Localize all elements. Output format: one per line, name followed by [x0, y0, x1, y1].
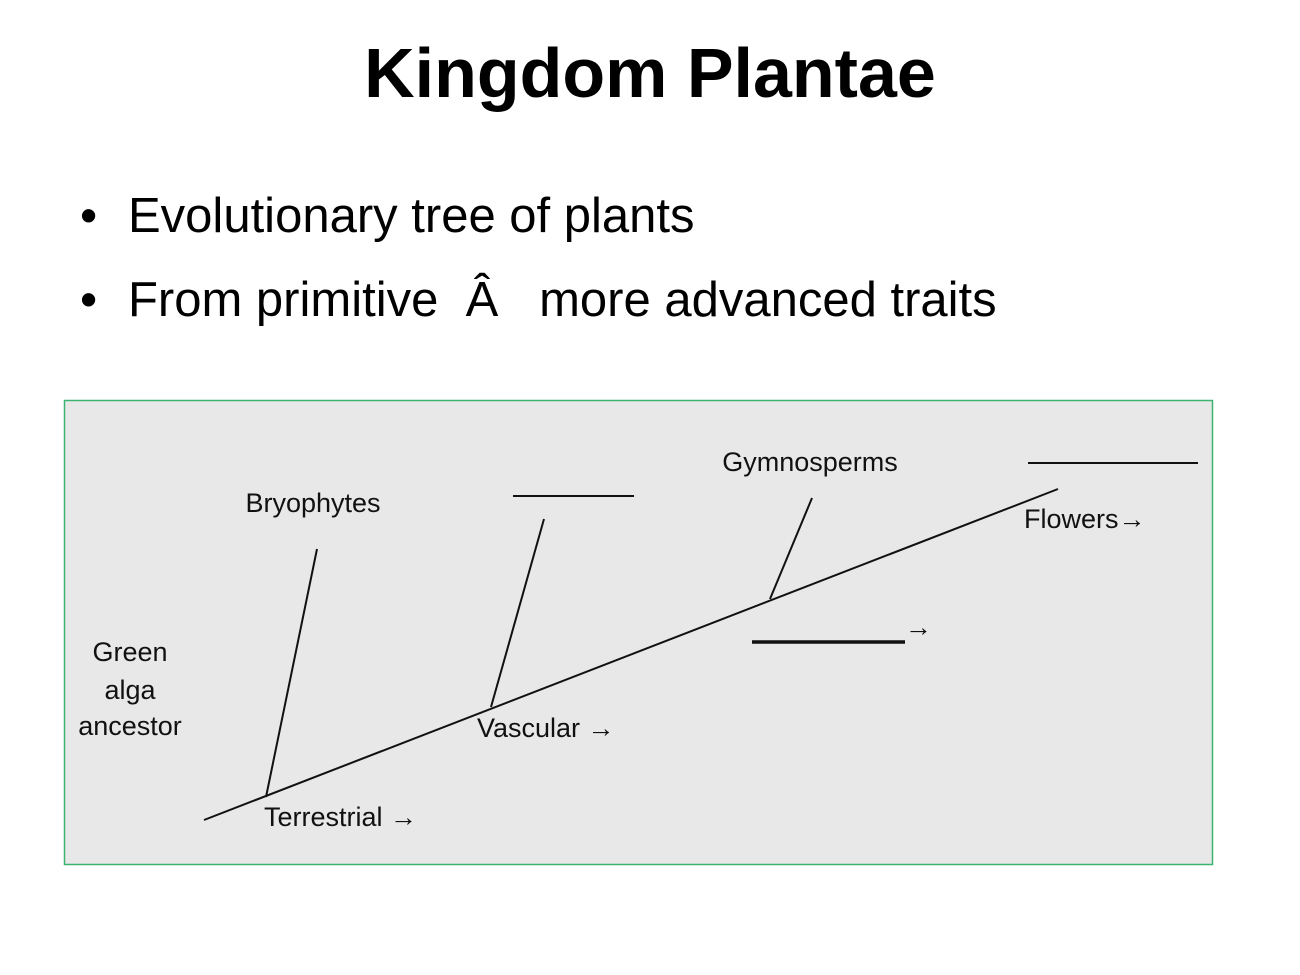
root-label-line: alga — [104, 675, 156, 705]
bullet-item: • From primitive Â more advanced traits — [80, 270, 997, 354]
gymnosperms-label: Gymnosperms — [722, 447, 898, 477]
bullet-marker: • — [80, 189, 98, 243]
bullet-list: • Evolutionary tree of plants • From primi… — [80, 186, 997, 354]
diagram-frame — [63, 399, 1214, 866]
vascular-branch — [490, 518, 545, 708]
main-lineage-line — [203, 488, 1059, 821]
bryophytes-branch — [265, 548, 318, 798]
bullet-item: • Evolutionary tree of plants — [80, 186, 997, 270]
terrestrial-trait-label: Terrestrial → — [264, 802, 417, 832]
bryophytes-label: Bryophytes — [245, 488, 380, 518]
root-label-line: Green — [92, 637, 167, 667]
bullet-text: From primitive Â more advanced traits — [128, 273, 997, 327]
gymnosperms-branch — [769, 497, 813, 600]
arrow-icon: → — [905, 612, 932, 642]
slide-title: Kingdom Plantae — [364, 34, 936, 112]
bullet-marker: • — [80, 273, 98, 327]
bullet-text: Evolutionary tree of plants — [128, 189, 695, 243]
root-label-line: ancestor — [78, 711, 182, 741]
vascular-trait-label: Vascular → — [477, 713, 615, 743]
flowers-trait-label: Flowers→ — [1024, 504, 1146, 534]
